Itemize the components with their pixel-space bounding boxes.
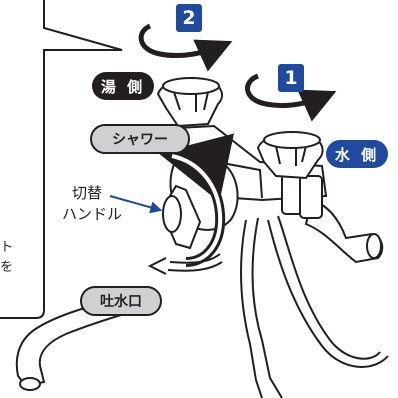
callout-bubble <box>0 0 123 319</box>
rotate-arrow-step-1 <box>245 73 337 122</box>
right-hose <box>277 215 381 360</box>
cold-side-label: 水 側 <box>326 140 388 168</box>
shower-label: シャワー <box>90 124 190 154</box>
rotate-arrow-step-2 <box>138 23 233 72</box>
hot-handle <box>156 77 223 128</box>
cold-handle <box>256 131 324 180</box>
callout-text-line2: を <box>0 260 14 275</box>
switch-arrow-tail <box>169 253 221 264</box>
switch-leader-line <box>109 195 163 214</box>
spout-label: 吐水口 <box>80 286 162 316</box>
wall-fitting <box>304 198 384 264</box>
callout-text-line1: ト <box>0 240 14 255</box>
hot-side-label: 湯 側 <box>92 72 154 100</box>
switch-handle-label-line2: ハンドル <box>62 205 123 223</box>
step-1-badge: 1 <box>278 64 304 92</box>
step-2-badge: 2 <box>176 4 202 32</box>
switch-handle-label-line1: 切替 <box>72 184 103 202</box>
